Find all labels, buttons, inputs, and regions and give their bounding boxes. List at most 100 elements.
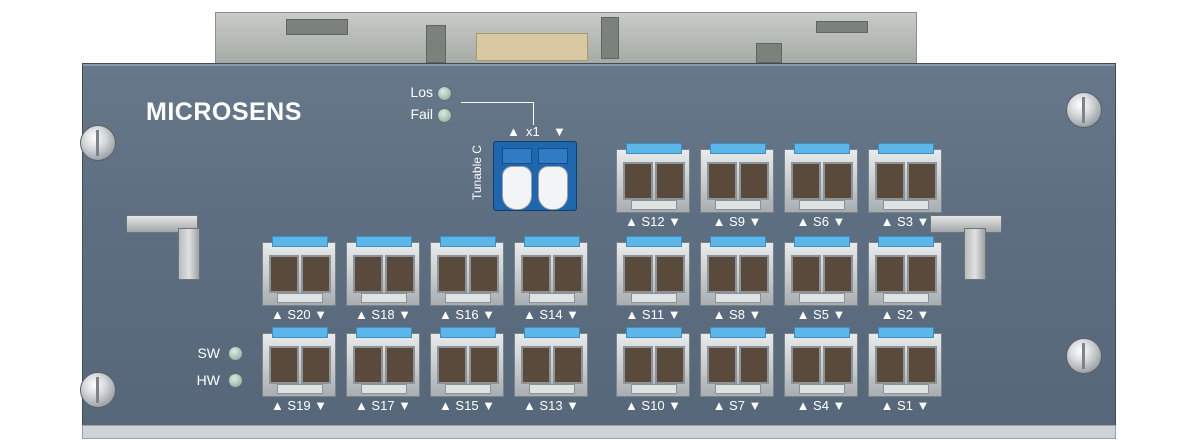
faceplate <box>82 63 1116 429</box>
sfp-port[interactable] <box>346 327 420 397</box>
sfp-port-label: ▲ S10 ▼ <box>624 398 682 413</box>
sfp-port[interactable] <box>616 236 690 306</box>
sfp-bail <box>445 293 491 303</box>
sfp-bail <box>799 200 845 210</box>
lc-ferrule <box>538 166 568 210</box>
board-component <box>816 21 868 33</box>
sfp-port[interactable] <box>700 143 774 213</box>
sfp-port-label: ▲ S13 ▼ <box>522 398 580 413</box>
fiber-hole <box>353 346 383 384</box>
sfp-bail <box>631 200 677 210</box>
sfp-pull-tab[interactable] <box>272 327 328 338</box>
sw-led-icon <box>228 346 243 361</box>
sfp-bail <box>631 293 677 303</box>
sfp-pull-tab[interactable] <box>272 236 328 247</box>
sfp-port[interactable] <box>784 236 858 306</box>
thumb-screw-icon[interactable] <box>80 125 116 161</box>
sfp-cage <box>700 242 774 306</box>
sfp-pull-tab[interactable] <box>878 143 934 154</box>
sfp-port-label: ▲ S11 ▼ <box>625 307 681 322</box>
sfp-port[interactable] <box>616 327 690 397</box>
fiber-hole <box>469 255 499 293</box>
thumb-screw-icon[interactable] <box>80 372 116 408</box>
brand-logo: MICROSENS <box>146 98 302 126</box>
sfp-pull-tab[interactable] <box>878 236 934 247</box>
sfp-pull-tab[interactable] <box>626 236 682 247</box>
board-component <box>426 25 446 63</box>
sfp-bail <box>277 293 323 303</box>
sfp-bail <box>529 293 575 303</box>
fiber-hole <box>655 255 685 293</box>
fiber-hole <box>437 255 467 293</box>
fiber-hole <box>907 162 937 200</box>
fiber-hole <box>353 255 383 293</box>
sfp-pull-tab[interactable] <box>626 327 682 338</box>
sfp-port[interactable] <box>430 327 504 397</box>
thumb-screw-icon[interactable] <box>1066 92 1102 128</box>
sfp-pull-tab[interactable] <box>794 327 850 338</box>
sfp-port[interactable] <box>868 143 942 213</box>
sfp-cage <box>616 333 690 397</box>
sfp-port-label: ▲ S4 ▼ <box>796 398 846 413</box>
ejector-arm-left <box>178 228 200 280</box>
sfp-pull-tab[interactable] <box>794 236 850 247</box>
fiber-hole <box>791 346 821 384</box>
led-label-los: Los <box>410 84 433 100</box>
sfp-pull-tab[interactable] <box>524 327 580 338</box>
fiber-hole <box>875 255 905 293</box>
fiber-hole <box>739 255 769 293</box>
sfp-pull-tab[interactable] <box>440 236 496 247</box>
sfp-bail <box>799 293 845 303</box>
sfp-port[interactable] <box>262 327 336 397</box>
fiber-hole <box>521 346 551 384</box>
fiber-hole <box>707 255 737 293</box>
sfp-port[interactable] <box>430 236 504 306</box>
sfp-cage <box>784 333 858 397</box>
los-led-icon <box>437 86 452 101</box>
sfp-cage <box>430 242 504 306</box>
sfp-pull-tab[interactable] <box>794 143 850 154</box>
sfp-pull-tab[interactable] <box>356 327 412 338</box>
sfp-port[interactable] <box>784 143 858 213</box>
sfp-port[interactable] <box>514 327 588 397</box>
fiber-hole <box>269 255 299 293</box>
sfp-cage <box>700 333 774 397</box>
sfp-port[interactable] <box>868 236 942 306</box>
sfp-bail <box>715 384 761 394</box>
fiber-hole <box>553 346 583 384</box>
sfp-pull-tab[interactable] <box>524 236 580 247</box>
sfp-port[interactable] <box>700 327 774 397</box>
fiber-hole <box>875 346 905 384</box>
sfp-port-label: ▲ S12 ▼ <box>624 214 682 229</box>
sfp-pull-tab[interactable] <box>710 236 766 247</box>
sfp-pull-tab[interactable] <box>710 327 766 338</box>
tunable-lc-connector[interactable] <box>493 141 577 211</box>
sfp-pull-tab[interactable] <box>356 236 412 247</box>
fiber-hole <box>707 346 737 384</box>
fiber-hole <box>521 255 551 293</box>
sfp-port-label: ▲ S3 ▼ <box>880 214 930 229</box>
sfp-port[interactable] <box>700 236 774 306</box>
sfp-port[interactable] <box>616 143 690 213</box>
sfp-port[interactable] <box>868 327 942 397</box>
sfp-port-label: ▲ S9 ▼ <box>712 214 762 229</box>
sfp-pull-tab[interactable] <box>440 327 496 338</box>
sfp-bail <box>529 384 575 394</box>
ejector-arm-right <box>964 228 986 280</box>
sfp-port[interactable] <box>346 236 420 306</box>
sfp-port[interactable] <box>784 327 858 397</box>
sfp-port[interactable] <box>262 236 336 306</box>
fiber-hole <box>907 346 937 384</box>
lc-ferrule <box>502 166 532 210</box>
sfp-port[interactable] <box>514 236 588 306</box>
thumb-screw-icon[interactable] <box>1066 338 1102 374</box>
sfp-port-label: ▲ S18 ▼ <box>354 307 412 322</box>
sfp-bail <box>277 384 323 394</box>
fiber-hole <box>301 346 331 384</box>
sfp-pull-tab[interactable] <box>710 143 766 154</box>
sfp-pull-tab[interactable] <box>878 327 934 338</box>
sfp-pull-tab[interactable] <box>626 143 682 154</box>
fiber-hole <box>739 346 769 384</box>
fiber-hole <box>823 346 853 384</box>
board-component <box>476 33 588 61</box>
